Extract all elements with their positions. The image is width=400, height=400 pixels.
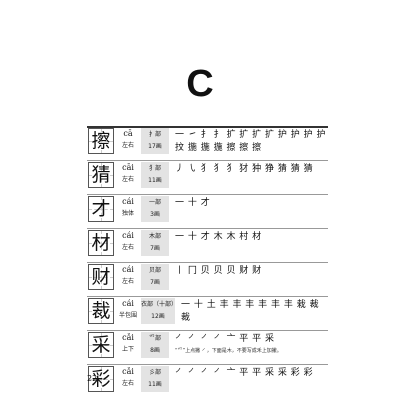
character: 才 bbox=[91, 198, 111, 220]
pinyin: cái bbox=[122, 299, 134, 308]
pinyin: cǎi bbox=[122, 367, 134, 376]
structure: 左右 bbox=[121, 278, 134, 285]
row-divider bbox=[87, 296, 328, 297]
row-divider bbox=[87, 364, 328, 365]
structure: 左右 bbox=[121, 142, 134, 149]
row-divider bbox=[87, 126, 328, 128]
character: 裁 bbox=[91, 300, 111, 322]
stroke-count: 7画 bbox=[150, 245, 160, 252]
table-row: 裁 cái 半包围 衣部（十部） 12画 一 十 土 丰 丰 丰 丰 丰 丰 栽 … bbox=[87, 294, 328, 328]
pinyin: cāi bbox=[122, 163, 134, 172]
structure: 独体 bbox=[121, 210, 134, 217]
stroke-count: 8画 bbox=[150, 347, 160, 354]
radical-box: 贝部 7画 bbox=[141, 264, 169, 290]
character-box: 才 bbox=[88, 196, 114, 222]
pinyin: cái bbox=[122, 265, 134, 274]
table-row: 材 cái 左右 木部 7画 一 十 才 木 木 村 材 bbox=[87, 226, 328, 260]
radical-box: 一部 3画 bbox=[141, 196, 169, 222]
structure: 半包围 bbox=[118, 312, 137, 319]
row-divider bbox=[87, 330, 328, 331]
radical: 贝部 bbox=[148, 267, 161, 274]
pinyin: cái bbox=[122, 197, 134, 206]
table-row: 彩 cǎi 左右 彡部 11画 ㇒ ㇒ ㇒ ㇒ 亠 平 平 采 采 彩 彩 bbox=[87, 362, 328, 396]
page-number: 22 bbox=[87, 374, 98, 383]
stroke-count: 17画 bbox=[148, 143, 162, 150]
pinyin: cái bbox=[122, 231, 134, 240]
radical: 彡部 bbox=[148, 369, 161, 376]
stroke-sequence: ㇒ ㇒ ㇒ ㇒ 亠 平 平 采 bbox=[175, 334, 275, 344]
stroke-count: 11画 bbox=[148, 381, 162, 388]
character: 采 bbox=[91, 334, 111, 356]
radical: 爫部 bbox=[148, 335, 161, 342]
row-divider bbox=[87, 228, 328, 229]
radical-box: 彡部 11画 bbox=[141, 366, 169, 392]
stroke-order: ㇒ ㇒ ㇒ ㇒ 亠 平 平 采 采 彩 彩 bbox=[175, 368, 314, 378]
character-box: 猜 bbox=[88, 162, 114, 188]
row-divider bbox=[87, 262, 328, 263]
radical: 犭部 bbox=[148, 165, 161, 172]
radical: 衣部（十部） bbox=[141, 301, 178, 308]
stroke-order: 丿 ㇂ 犭 犭 犭 犲 狆 狰 猜 猜 猜 bbox=[175, 164, 314, 174]
radical-box: 扌部 17画 bbox=[141, 128, 169, 154]
character-table: 擦 cā 左右 扌部 17画 一 ㇀ 扌 扌 扩 扩 扩 扩 护 护 护 护 抆 … bbox=[87, 124, 328, 396]
character: 擦 bbox=[91, 130, 111, 152]
stroke-order: 一 ㇀ 扌 扌 扩 扩 扩 扩 护 护 护 护 抆 揓 揓 揓 擦 擦 擦 bbox=[175, 130, 326, 153]
table-row: 猜 cāi 左右 犭部 11画 丿 ㇂ 犭 犭 犭 犲 狆 狰 猜 猜 猜 bbox=[87, 158, 328, 192]
table-row: 擦 cā 左右 扌部 17画 一 ㇀ 扌 扌 扩 扩 扩 扩 护 护 护 护 抆 … bbox=[87, 124, 328, 158]
stroke-count: 12画 bbox=[151, 313, 165, 320]
stroke-count: 7画 bbox=[150, 279, 160, 286]
page-letter: C bbox=[186, 63, 214, 105]
structure: 上下 bbox=[121, 346, 134, 353]
radical-box: 衣部（十部） 12画 bbox=[141, 298, 178, 324]
structure: 左右 bbox=[121, 244, 134, 251]
structure: 左右 bbox=[121, 380, 134, 387]
radical: 一部 bbox=[148, 199, 161, 206]
character: 猜 bbox=[91, 164, 111, 186]
structure: 左右 bbox=[121, 176, 134, 183]
radical-box: 犭部 11画 bbox=[141, 162, 169, 188]
stroke-order: ㇒ ㇒ ㇒ ㇒ 亠 平 平 采 “爫”上点撇 ㇒，下面是木，不要写成禾上加撇。 bbox=[175, 333, 327, 355]
radical-box: 木部 7画 bbox=[141, 230, 169, 256]
character-box: 财 bbox=[88, 264, 114, 290]
radical: 扌部 bbox=[148, 131, 161, 138]
stroke-order: 丨 冂 贝 贝 贝 财 财 bbox=[175, 266, 262, 276]
writing-note: “爫”上点撇 ㇒，下面是木，不要写成禾上加撇。 bbox=[175, 348, 282, 354]
character: 财 bbox=[91, 266, 111, 288]
stroke-count: 11画 bbox=[148, 177, 162, 184]
character-box: 彩 bbox=[88, 366, 114, 392]
character: 材 bbox=[91, 232, 111, 254]
stroke-order: 一 十 土 丰 丰 丰 丰 丰 丰 栽 裁 裁 bbox=[181, 300, 320, 323]
radical: 木部 bbox=[148, 233, 161, 240]
table-row: 财 cái 左右 贝部 7画 丨 冂 贝 贝 贝 财 财 bbox=[87, 260, 328, 294]
table-row: 才 cái 独体 一部 3画 一 十 才 bbox=[87, 192, 328, 226]
row-divider bbox=[87, 160, 328, 161]
character-box: 擦 bbox=[88, 128, 114, 154]
character-box: 材 bbox=[88, 230, 114, 256]
character-box: 裁 bbox=[88, 298, 114, 324]
stroke-order: 一 十 才 木 木 村 材 bbox=[175, 232, 262, 242]
pinyin: cā bbox=[123, 129, 133, 138]
radical-box: 爫部 8画 bbox=[141, 332, 169, 358]
row-divider bbox=[87, 194, 328, 195]
pinyin: cǎi bbox=[122, 333, 134, 342]
stroke-order: 一 十 才 bbox=[175, 198, 211, 208]
character: 彩 bbox=[91, 368, 111, 390]
table-row: 采 cǎi 上下 爫部 8画 ㇒ ㇒ ㇒ ㇒ 亠 平 平 采 “爫”上点撇 ㇒，下面… bbox=[87, 328, 328, 362]
character-box: 采 bbox=[88, 332, 114, 358]
stroke-count: 3画 bbox=[150, 211, 160, 218]
